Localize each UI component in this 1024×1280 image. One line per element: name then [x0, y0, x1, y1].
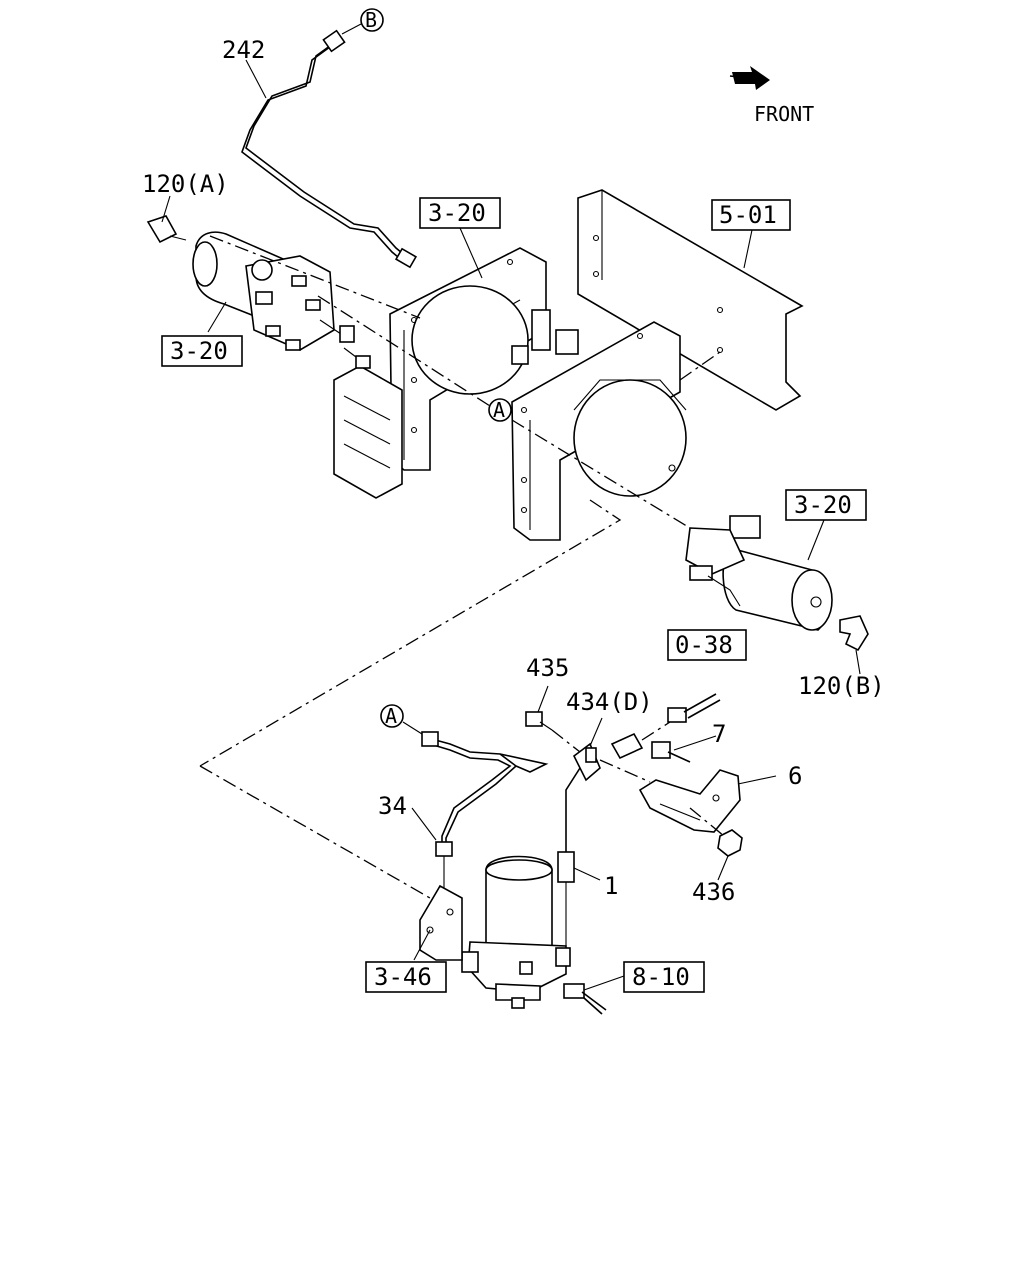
label-6: 6 — [788, 762, 802, 790]
circle-a-lower-label: A — [385, 704, 397, 728]
ref-box-3-20-left: 3-20 — [161, 335, 243, 367]
label-34: 34 — [378, 792, 407, 820]
tank-bracket-rear — [389, 247, 547, 471]
ref-8-10-label: 8-10 — [632, 963, 690, 991]
circle-b-label: B — [365, 8, 377, 32]
ref-3-20-left-label: 3-20 — [170, 337, 228, 365]
valve-cluster — [511, 309, 579, 365]
pipe-242 — [241, 29, 418, 269]
connection-dash-lines — [199, 235, 721, 899]
circle-a-upper-marker — [488, 398, 512, 422]
label-242: 242 — [222, 36, 265, 64]
air-dryer — [461, 855, 571, 1009]
fitting-120a — [146, 215, 187, 244]
connector-0-38 — [599, 693, 721, 783]
front-arrow-icon — [729, 66, 770, 90]
nut-436 — [689, 807, 743, 857]
bracket-6 — [638, 769, 741, 833]
bracket-3-46 — [419, 884, 463, 961]
ref-3-20-top-label: 3-20 — [428, 199, 486, 227]
circle-a-lower-marker — [380, 704, 404, 728]
fitting-120b — [839, 615, 869, 652]
ref-box-0-38: 0-38 — [667, 629, 747, 661]
label-435: 435 — [526, 654, 569, 682]
circle-a-upper-label: A — [493, 398, 505, 422]
label-1: 1 — [604, 872, 618, 900]
label-434d: 434(D) — [566, 688, 653, 716]
left-motor — [192, 231, 371, 369]
pipe-34 — [421, 731, 549, 900]
ref-3-46-label: 3-46 — [374, 963, 432, 991]
sensor-line-1 — [557, 767, 581, 946]
leader-lines — [161, 59, 861, 991]
circle-b-marker — [360, 8, 384, 32]
ref-3-20-right-label: 3-20 — [794, 491, 852, 519]
clip-434d — [572, 742, 601, 782]
connector-8-10 — [563, 983, 607, 1015]
front-label: FRONT — [754, 102, 814, 126]
ref-box-3-20-right: 3-20 — [785, 489, 867, 521]
bolt-435 — [525, 711, 581, 753]
ref-box-8-10: 8-10 — [623, 961, 705, 993]
ref-0-38-label: 0-38 — [675, 631, 733, 659]
tank-bracket-front — [511, 321, 687, 541]
ref-box-3-20-top: 3-20 — [419, 197, 501, 229]
label-120b: 120(B) — [798, 672, 885, 700]
bolt-7 — [651, 741, 691, 763]
label-436: 436 — [692, 878, 735, 906]
label-120a: 120(A) — [142, 170, 229, 198]
ecu-box — [333, 365, 403, 499]
ref-box-3-46: 3-46 — [365, 961, 447, 993]
ref-5-01-label: 5-01 — [719, 201, 777, 229]
ref-box-5-01: 5-01 — [711, 199, 791, 231]
right-motor — [685, 515, 833, 631]
label-7: 7 — [712, 720, 726, 748]
